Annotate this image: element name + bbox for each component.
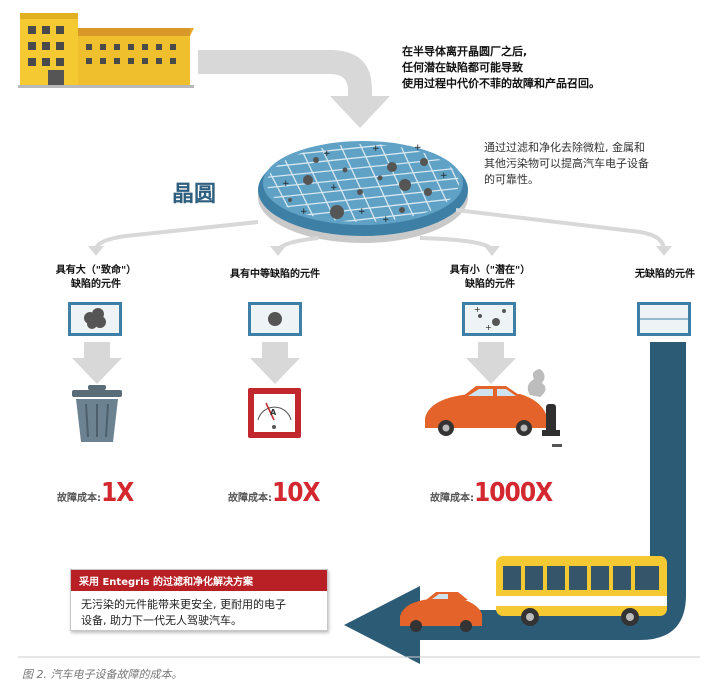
down-arrows bbox=[72, 342, 516, 384]
svg-text:+: + bbox=[440, 171, 448, 181]
flow-arrow-factory-to-wafer bbox=[198, 50, 390, 128]
callout-header: 采用 Entegris 的过滤和净化解决方案 bbox=[71, 570, 327, 591]
filter-note-line: 通过过滤和净化去除微粒, 金属和 bbox=[484, 141, 645, 154]
category-medium-defect-label: 具有中等缺陷的元件 bbox=[214, 268, 336, 282]
category-label-line: 具有小（"潜在"） bbox=[449, 265, 531, 276]
solution-callout: 采用 Entegris 的过滤和净化解决方案 无污染的元件能带来更安全, 更耐用… bbox=[70, 569, 328, 631]
svg-text:+: + bbox=[474, 305, 481, 314]
svg-text:A: A bbox=[270, 408, 277, 417]
category-no-defect-label: 无缺陷的元件 bbox=[620, 268, 710, 282]
cost-label: 故障成本: bbox=[228, 493, 272, 504]
category-label-line: 缺陷的元件 bbox=[465, 279, 515, 290]
car-icon bbox=[400, 592, 482, 632]
cost-small-defect: 故障成本:1000X bbox=[430, 478, 553, 508]
filter-note-line: 的可靠性。 bbox=[484, 173, 539, 186]
category-label-line: 无缺陷的元件 bbox=[635, 269, 695, 280]
cost-label: 故障成本: bbox=[430, 493, 474, 504]
gauge-meter-icon: A bbox=[248, 388, 301, 438]
cost-large-defect: 故障成本:1X bbox=[57, 478, 134, 508]
bus-icon bbox=[496, 556, 667, 626]
filter-note-line: 其他污染物可以提高汽车电子设备 bbox=[484, 157, 649, 170]
svg-text:+: + bbox=[414, 143, 422, 153]
cost-value: 1000X bbox=[474, 478, 553, 508]
intro-line: 使用过程中代价不菲的故障和产品召回。 bbox=[402, 77, 600, 90]
cost-value: 1X bbox=[101, 478, 134, 508]
intro-text: 在半导体离开晶圆厂之后, 任何潜在缺陷都可能导致 使用过程中代价不菲的故障和产品… bbox=[402, 44, 702, 92]
chip-no-defect bbox=[637, 302, 691, 336]
category-label-line: 缺陷的元件 bbox=[71, 279, 121, 290]
svg-text:+: + bbox=[330, 183, 338, 193]
svg-text:+: + bbox=[382, 215, 390, 225]
svg-text:+: + bbox=[372, 144, 380, 154]
distribution-arrowheads bbox=[88, 246, 672, 256]
factory-icon bbox=[18, 13, 194, 88]
svg-text:+: + bbox=[323, 149, 331, 159]
svg-text:+: + bbox=[485, 323, 492, 332]
chip-large-defect bbox=[68, 302, 122, 336]
wafer-icon: + + + + + + + + + bbox=[258, 141, 468, 243]
intro-line: 在半导体离开晶圆厂之后, bbox=[402, 45, 528, 58]
cost-value: 10X bbox=[272, 478, 321, 508]
wafer-label: 晶圆 bbox=[172, 182, 217, 207]
svg-text:+: + bbox=[358, 207, 366, 217]
figure-caption: 图 2. 汽车电子设备故障的成本。 bbox=[22, 668, 183, 681]
callout-line: 无污染的元件能带来更安全, 更耐用的电子 bbox=[81, 598, 286, 611]
chip-small-defect: ++ bbox=[462, 302, 516, 336]
trash-can-icon bbox=[72, 385, 122, 442]
filter-note: 通过过滤和净化去除微粒, 金属和 其他污染物可以提高汽车电子设备 的可靠性。 bbox=[484, 140, 684, 188]
svg-text:+: + bbox=[300, 207, 308, 217]
callout-body: 无污染的元件能带来更安全, 更耐用的电子 设备, 助力下一代无人驾驶汽车。 bbox=[71, 591, 327, 635]
cost-label: 故障成本: bbox=[57, 493, 101, 504]
category-small-defect-label: 具有小（"潜在"） 缺陷的元件 bbox=[440, 264, 540, 292]
car-crash-icon bbox=[425, 369, 562, 447]
callout-line: 设备, 助力下一代无人驾驶汽车。 bbox=[81, 614, 242, 627]
category-label-line: 具有中等缺陷的元件 bbox=[230, 269, 320, 280]
category-label-line: 具有大（"致命"） bbox=[55, 265, 137, 276]
intro-line: 任何潜在缺陷都可能导致 bbox=[402, 61, 523, 74]
chip-medium-defect bbox=[248, 302, 302, 336]
category-large-defect-label: 具有大（"致命"） 缺陷的元件 bbox=[46, 264, 146, 292]
cost-medium-defect: 故障成本:10X bbox=[228, 478, 321, 508]
svg-text:+: + bbox=[282, 179, 290, 189]
